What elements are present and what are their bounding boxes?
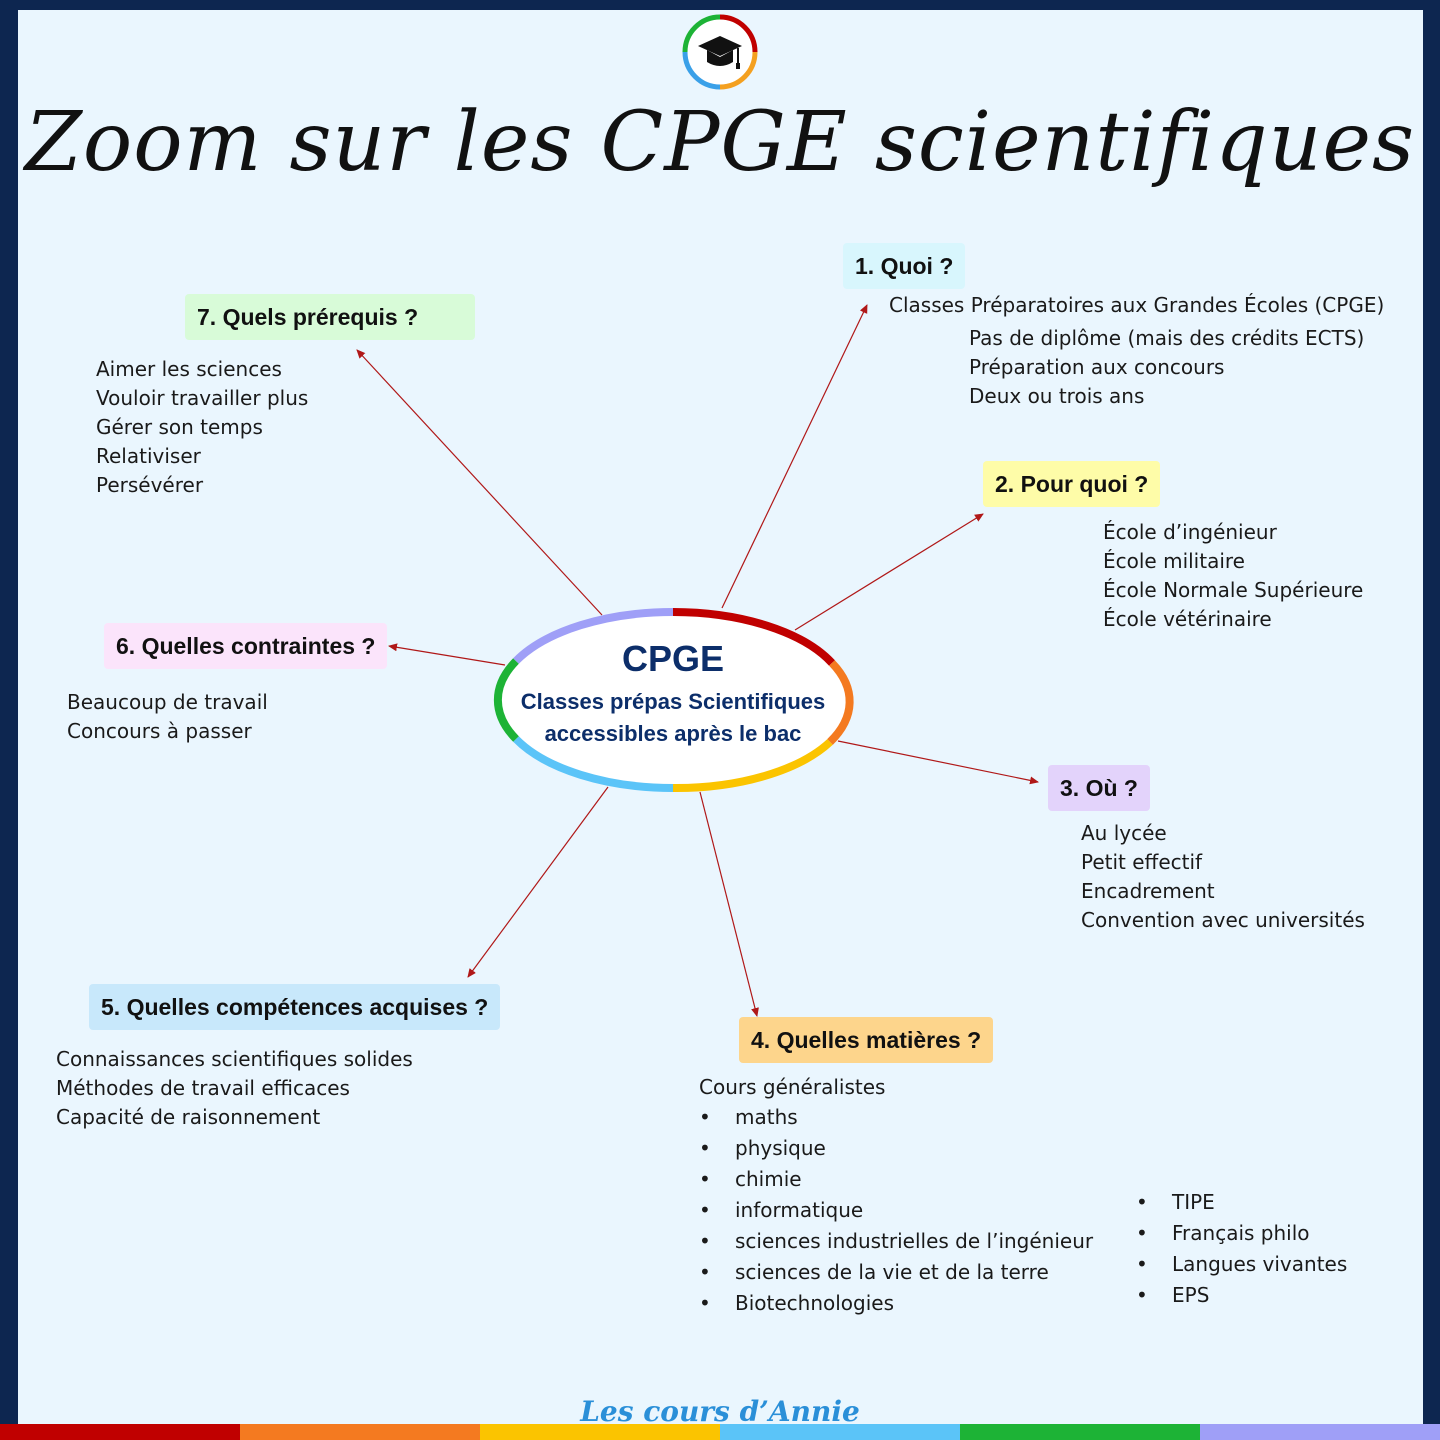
heading-contraintes: 6. Quelles contraintes ? [104,623,388,669]
bullet: • [699,1198,711,1222]
ring-segment-yellow [672,739,833,793]
stripe-purple [1200,1424,1440,1440]
bullet: • [1136,1283,1148,1307]
bullet: • [699,1291,711,1315]
list-item: Deux ou trois ans [969,384,1145,408]
ring-segment-orange [827,660,854,745]
ring-segment-purple [513,607,674,664]
bullet: • [699,1260,711,1284]
arrow-to-ou [837,740,1039,785]
logo [682,14,758,90]
arrow-to-contraintes [388,643,506,666]
list-item: École Normale Supérieure [1103,578,1364,602]
center-subtitle-line: Classes prépas Scientifiques [520,689,826,714]
quoi-intro: Classes Préparatoires aux Grandes Écoles… [889,293,1385,317]
list-item: Méthodes de travail efficaces [56,1076,350,1100]
arrow-to-matieres [699,791,759,1017]
list-item: Concours à passer [67,719,252,743]
center-subtitle: Classes prépas Scientifiques accessibles… [505,686,841,750]
list-item: Petit effectif [1081,850,1203,874]
list-item: Connaissances scientifiques solides [56,1047,413,1071]
list-item: Convention avec universités [1081,908,1365,932]
list-item: Gérer son temps [96,415,263,439]
ring-segment-green [493,658,519,742]
matieres-intro: Cours généralistes [699,1075,886,1099]
heading-matieres: 4. Quelles matières ? [739,1017,994,1063]
list-item: Capacité de raisonnement [56,1105,321,1129]
graduation-cap-icon [698,36,742,69]
bullet: • [1136,1190,1148,1214]
bullet: • [699,1105,711,1129]
logo-ring-green [682,14,721,53]
list-competences: Connaissances scientifiques solides Méth… [56,1045,413,1132]
list-contraintes: Beaucoup de travail Concours à passer [67,688,268,746]
list-item: Relativiser [96,444,201,468]
ring-segment-red [672,607,835,666]
stripe-blue [720,1424,960,1440]
arrow-to-competences [467,786,609,978]
list-item: Pas de diplôme (mais des crédits ECTS) [969,326,1365,350]
list-item: Préparation aux concours [969,355,1225,379]
bullet: • [699,1136,711,1160]
list-prerequis: Aimer les sciences Vouloir travailler pl… [96,355,308,500]
ring-segment-blue [513,736,674,793]
page-title: Zoom sur les CPGE scientifiques [24,95,1416,190]
bullet: • [699,1167,711,1191]
arrow-to-pourquoi [794,513,984,631]
bullet: • [1136,1252,1148,1276]
stripe-red [0,1424,240,1440]
center-subtitle-line: accessibles après le bac [544,721,802,746]
arrow-to-quoi [721,304,868,609]
list-item: Persévérer [96,473,204,497]
stripe-yellow [480,1424,720,1440]
heading-pourquoi: 2. Pour quoi ? [983,461,1161,507]
list-item: École militaire [1103,549,1245,573]
bullet: • [699,1229,711,1253]
brand-signature: Les cours d’Annie [580,1395,860,1428]
stripe-orange [240,1424,480,1440]
color-stripe [0,1424,1440,1440]
list-item: Beaucoup de travail [67,690,268,714]
list-pourquoi: École d’ingénieur École militaire École … [1103,518,1363,634]
logo-ring-red [719,14,758,53]
stripe-green [960,1424,1200,1440]
heading-ou: 3. Où ? [1048,765,1150,811]
heading-competences: 5. Quelles compétences acquises ? [89,984,501,1030]
list-item: École d’ingénieur [1103,520,1277,544]
center-title: CPGE [621,638,725,679]
list-item: Vouloir travailler plus [96,386,309,410]
list-item: Aimer les sciences [96,357,282,381]
list-item: Encadrement [1081,879,1215,903]
logo-ring-blue [682,51,721,90]
list-item: École vétérinaire [1103,607,1272,631]
list-item: Au lycée [1081,821,1167,845]
bullet: • [1136,1221,1148,1245]
logo-ring-orange [719,51,758,90]
list-quoi: Pas de diplôme (mais des crédits ECTS) P… [969,324,1364,411]
heading-prerequis: 7. Quels prérequis ? [185,294,475,340]
list-ou: Au lycée Petit effectif Encadrement Conv… [1081,819,1365,935]
heading-quoi: 1. Quoi ? [843,243,966,289]
arrow-to-prerequis [356,349,603,616]
